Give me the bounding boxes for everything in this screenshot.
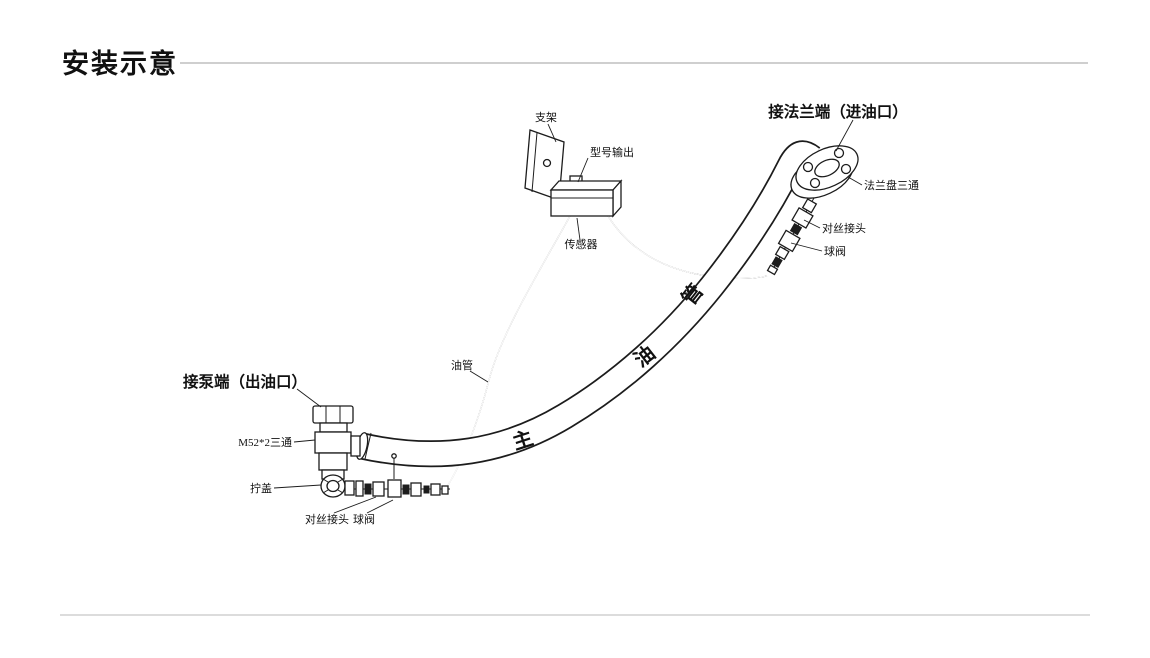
oil-tube-label: 油管 bbox=[451, 358, 473, 372]
bottom-rule bbox=[60, 614, 1090, 616]
leader-line bbox=[293, 439, 316, 443]
bracket-label: 支架 bbox=[535, 111, 557, 124]
screw-cap-label: 拧盖 bbox=[250, 481, 272, 495]
tee-hex-cap bbox=[312, 405, 354, 424]
flange-tee bbox=[790, 145, 859, 199]
outlet-threaded-joint bbox=[372, 481, 385, 497]
flange-bolt bbox=[840, 163, 852, 175]
flange-bolt bbox=[809, 177, 821, 189]
pump-end-title: 接泵端（出油口） bbox=[183, 372, 307, 391]
flange-bolt bbox=[802, 161, 814, 173]
leader-line bbox=[296, 388, 322, 408]
leader-line bbox=[366, 499, 394, 514]
leader-line bbox=[847, 176, 863, 186]
outlet-ball-valve-label: 球阀 bbox=[353, 512, 375, 526]
sensor-box bbox=[549, 175, 623, 218]
pipe-ring bbox=[364, 432, 372, 460]
m52-tee-body bbox=[314, 431, 352, 454]
title-rule bbox=[180, 62, 1088, 64]
flange-bolt bbox=[833, 147, 845, 159]
bracket-hole bbox=[542, 158, 552, 168]
leader-line bbox=[273, 484, 322, 489]
leader-line bbox=[803, 219, 821, 229]
outlet-fitting-chain bbox=[354, 453, 450, 498]
leader-line bbox=[576, 217, 581, 241]
leader-line bbox=[790, 242, 823, 252]
sensor-tube-right bbox=[607, 215, 768, 280]
inlet-fitting-chain bbox=[766, 197, 818, 276]
inlet-threaded-joint bbox=[791, 206, 814, 229]
sensor-label: 传感器 bbox=[565, 238, 598, 251]
outlet-threaded-joint-label: 对丝接头 bbox=[305, 512, 349, 526]
leader-line bbox=[469, 370, 489, 383]
leader-line bbox=[547, 123, 557, 143]
leader-line bbox=[835, 119, 854, 152]
inlet-threaded-joint-label: 对丝接头 bbox=[822, 221, 866, 235]
page-title: 安装示意 bbox=[62, 49, 178, 79]
pump-tee-assembly bbox=[312, 405, 361, 498]
leader-line bbox=[577, 157, 589, 183]
signal-output-label: 型号输出 bbox=[590, 145, 634, 159]
leader-line bbox=[333, 496, 377, 514]
flange-tee-label: 法兰盘三通 bbox=[864, 178, 919, 192]
m52-tee-label: M52*2三通 bbox=[238, 436, 292, 449]
inlet-ball-valve-label: 球阀 bbox=[824, 244, 846, 258]
outlet-ball-valve bbox=[387, 479, 402, 498]
inlet-ball-valve bbox=[777, 229, 801, 253]
flange-end-title: 接法兰端（进油口） bbox=[768, 102, 908, 121]
